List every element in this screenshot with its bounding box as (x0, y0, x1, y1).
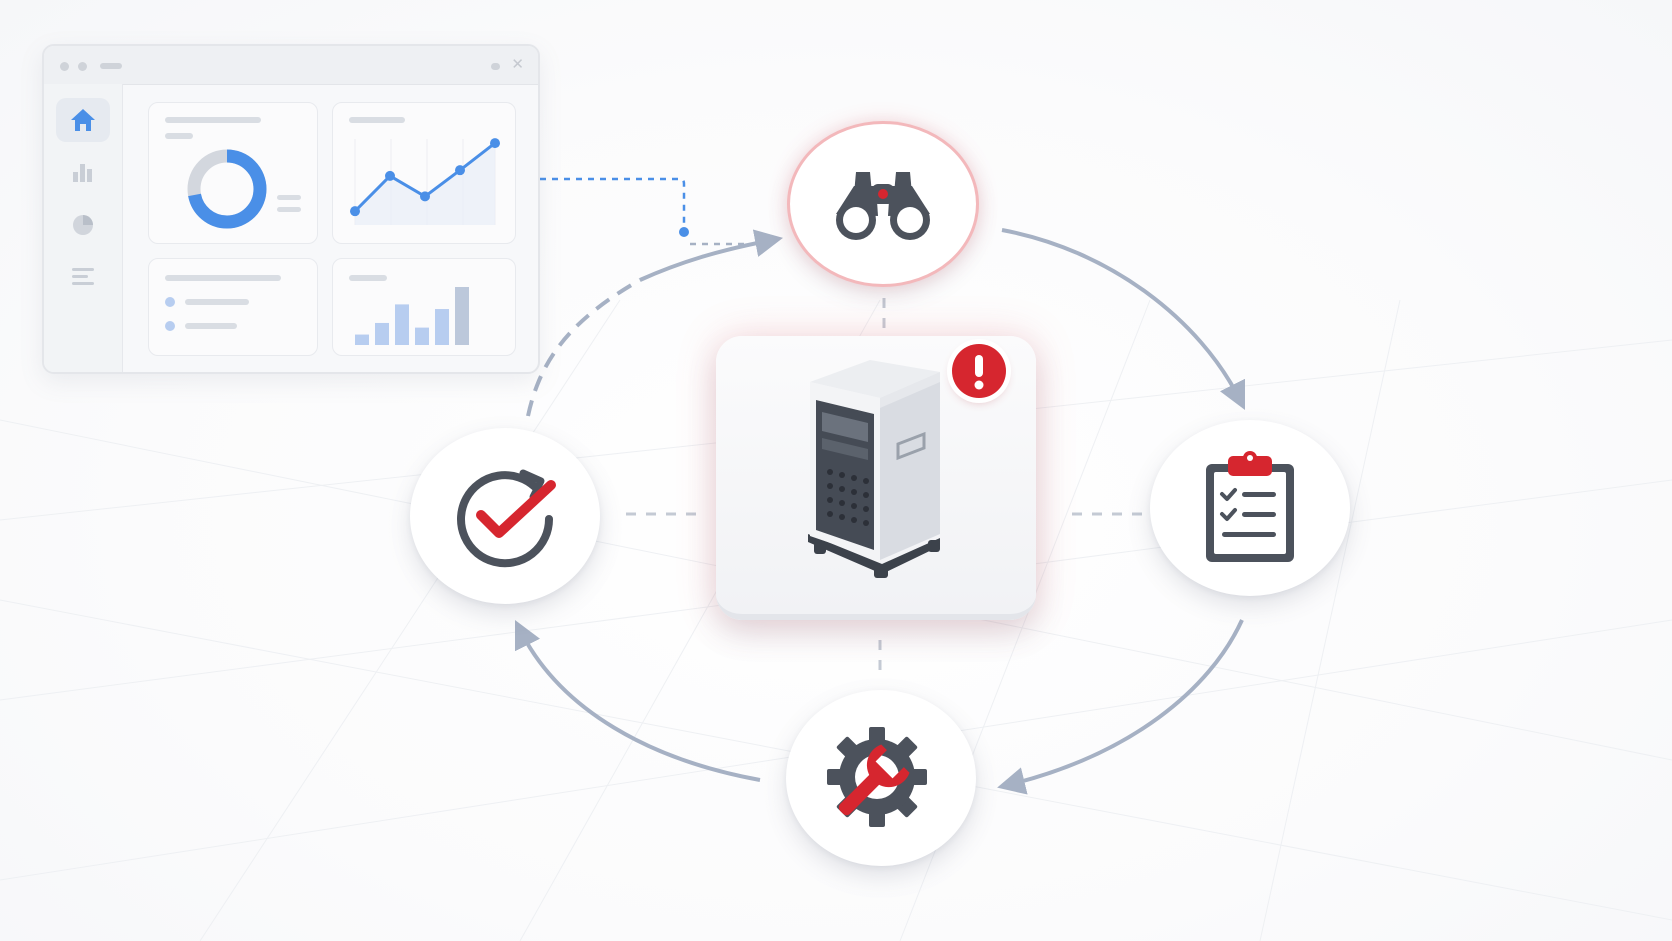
donut-value-arc (187, 149, 267, 229)
list-icon (72, 268, 94, 285)
line-chart-card (332, 102, 516, 244)
bar-chart-bar (455, 287, 469, 345)
sidebar-item-pie-chart[interactable] (56, 202, 110, 246)
donut-card (148, 102, 318, 244)
line-chart-point (455, 165, 465, 176)
bar-chart-bar (375, 322, 389, 345)
arrow-verify-to-observe-dashed (526, 278, 641, 417)
card-title-placeholder (165, 117, 261, 123)
line-chart-point (490, 138, 500, 149)
sidebar-item-bar-chart[interactable] (56, 150, 110, 194)
arrow-record-to-fix (997, 619, 1244, 795)
list-title-placeholder (165, 275, 281, 281)
donut-legend-placeholder (277, 195, 301, 200)
server-tower-icon (808, 360, 940, 578)
list-item-placeholder (185, 323, 237, 329)
donut-chart (187, 149, 267, 229)
list-bullet (165, 321, 175, 331)
window-titlebar: ✕ (44, 46, 538, 85)
bar-chart-bar (355, 334, 369, 345)
node-verify[interactable] (410, 428, 600, 604)
card-subtitle-placeholder (165, 133, 193, 139)
bar-chart-bar (415, 327, 429, 345)
line-chart-point (385, 170, 395, 181)
line-chart-area (355, 143, 495, 225)
line-chart (350, 138, 500, 225)
arrow-observe-to-record (1001, 228, 1246, 411)
arrow-verify-to-observe (639, 229, 783, 282)
arrow-fix-to-verify (514, 619, 761, 782)
minimize-icon[interactable] (491, 63, 500, 70)
sidebar-item-list[interactable] (56, 254, 110, 298)
card-title-placeholder (349, 275, 387, 281)
clipboard-checklist-icon (1206, 451, 1294, 562)
node-record[interactable] (1150, 420, 1350, 596)
circular-check-icon (457, 469, 556, 568)
donut-legend-placeholder (277, 207, 301, 212)
dashboard-sidebar (44, 84, 123, 372)
sidebar-item-home[interactable] (56, 98, 110, 142)
list-card (148, 258, 318, 356)
line-chart-point (420, 191, 430, 202)
list-item-placeholder (185, 299, 249, 305)
dashboard-link-dot (679, 227, 689, 237)
bar-chart-bar (395, 304, 409, 345)
node-fix[interactable] (786, 690, 976, 866)
window-dot (78, 62, 87, 71)
line-chart-point (350, 206, 360, 217)
card-title-placeholder (349, 117, 405, 123)
node-observe[interactable] (790, 124, 976, 284)
dashboard-window: ✕ (42, 44, 540, 374)
alert-icon (952, 344, 1006, 398)
list-bullet (165, 297, 175, 307)
gear-wrench-icon (827, 727, 927, 827)
bar-chart-card (332, 258, 516, 356)
bar-chart (355, 287, 469, 345)
dashboard-link-line (540, 177, 686, 232)
pie-chart-icon (73, 215, 93, 235)
window-title-placeholder (100, 63, 122, 69)
bar-chart-icon (73, 164, 92, 182)
bar-chart-bar (435, 309, 449, 345)
window-dot (60, 62, 69, 71)
home-icon (71, 109, 95, 131)
close-icon[interactable]: ✕ (511, 56, 524, 73)
binoculars-icon (836, 172, 930, 240)
